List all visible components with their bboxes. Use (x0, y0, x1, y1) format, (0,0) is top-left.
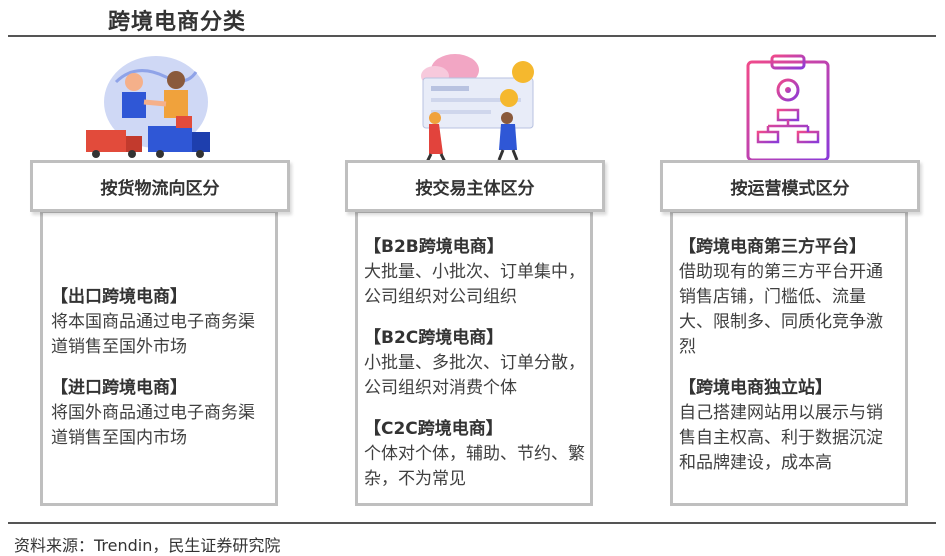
clipboard-flowchart-icon (746, 54, 830, 162)
list-item: 【B2B跨境电商】 大批量、小批次、订单集中，公司组织对公司组织 (364, 235, 586, 310)
item-desc: 将本国商品通过电子商务渠道销售至国外市场 (51, 312, 255, 357)
item-title: 【跨境电商第三方平台】 (679, 237, 866, 257)
list-item: 【跨境电商第三方平台】 借助现有的第三方平台开通销售店铺，门槛低、流量大、限制多… (679, 235, 899, 360)
body-trade-subject: 【B2B跨境电商】 大批量、小批次、订单集中，公司组织对公司组织 【B2C跨境电… (355, 210, 593, 506)
header-logistics: 按货物流向区分 (30, 160, 290, 212)
item-desc: 小批量、多批次、订单分散，公司组织对消费个体 (364, 353, 585, 398)
item-desc: 借助现有的第三方平台开通销售店铺，门槛低、流量大、限制多、同质化竞争激烈 (679, 262, 883, 357)
list-item: 【出口跨境电商】 将本国商品通过电子商务渠道销售至国外市场 (51, 285, 267, 360)
item-desc: 自己搭建网站用以展示与销售自主权高、利于数据沉淀和品牌建设，成本高 (679, 403, 883, 473)
top-divider (8, 35, 936, 37)
item-title: 【B2B跨境电商】 (364, 237, 504, 257)
bottom-divider (8, 522, 936, 524)
list-item: 【C2C跨境电商】 个体对个体，辅助、节约、繁杂，不为常见 (364, 417, 586, 492)
header-operation-model: 按运营模式区分 (660, 160, 920, 212)
source-note: 资料来源：Trendin，民生证券研究院 (14, 536, 281, 555)
item-desc: 将国外商品通过电子商务渠道销售至国内市场 (51, 403, 255, 448)
logistics-handshake-icon (86, 56, 210, 158)
list-item: 【B2C跨境电商】 小批量、多批次、订单分散，公司组织对消费个体 (364, 326, 586, 401)
item-title: 【B2C跨境电商】 (364, 328, 504, 348)
body-operation-model: 【跨境电商第三方平台】 借助现有的第三方平台开通销售店铺，门槛低、流量大、限制多… (670, 210, 908, 506)
list-item: 【跨境电商独立站】 自己搭建网站用以展示与销售自主权高、利于数据沉淀和品牌建设，… (679, 376, 899, 476)
item-title: 【跨境电商独立站】 (679, 378, 832, 398)
item-desc: 个体对个体，辅助、节约、繁杂，不为常见 (364, 444, 585, 489)
list-item: 【进口跨境电商】 将国外商品通过电子商务渠道销售至国内市场 (51, 376, 267, 451)
page-title: 跨境电商分类 (108, 10, 247, 35)
item-desc: 大批量、小批次、订单集中，公司组织对公司组织 (364, 262, 585, 307)
item-title: 【进口跨境电商】 (51, 378, 187, 398)
header-trade-subject: 按交易主体区分 (345, 160, 605, 212)
item-title: 【C2C跨境电商】 (364, 419, 503, 439)
item-title: 【出口跨境电商】 (51, 287, 187, 307)
body-logistics: 【出口跨境电商】 将本国商品通过电子商务渠道销售至国外市场 【进口跨境电商】 将… (40, 210, 278, 506)
bank-check-payment-icon (421, 54, 534, 162)
